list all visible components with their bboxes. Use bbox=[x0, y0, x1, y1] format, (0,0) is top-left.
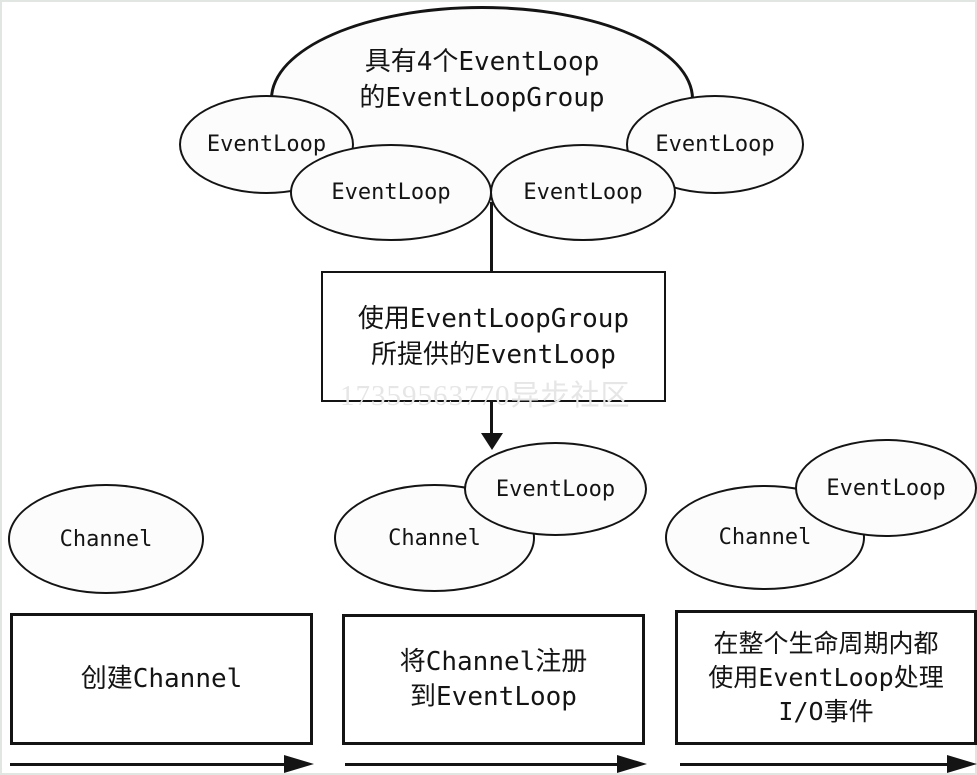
watermark-text: 17359563770异步社区 bbox=[340, 380, 631, 412]
eventloop-label-1: EventLoop bbox=[206, 132, 327, 157]
eventloop-ellipse-3: EventLoop bbox=[490, 144, 676, 241]
provide-eventloop-line1: 使用EventLoopGroup bbox=[357, 303, 630, 334]
step1-line1: 创建Channel bbox=[80, 663, 243, 694]
eventloop-label-2: EventLoop bbox=[331, 180, 451, 205]
step3-line3: I/O事件 bbox=[778, 696, 874, 726]
eventloop-label-stage3: EventLoop bbox=[826, 475, 946, 501]
channel-label-stage2: Channel bbox=[388, 525, 481, 551]
channel-label-stage3: Channel bbox=[718, 525, 812, 550]
provide-eventloop-line2: 所提供的EventLoop bbox=[371, 339, 616, 370]
connector-line-group-to-box bbox=[490, 202, 493, 272]
step2-line1: 将Channel注册 bbox=[399, 646, 588, 677]
step2-line2: 到EventLoop bbox=[410, 681, 577, 712]
eventloop-ellipse-stage2: EventLoop bbox=[464, 442, 647, 536]
step3-line2: 使用EventLoop处理 bbox=[708, 662, 944, 692]
provide-eventloop-box: 使用EventLoopGroup 所提供的EventLoop bbox=[321, 271, 666, 402]
timeline-arrow-1 bbox=[10, 755, 314, 773]
eventloop-label-3: EventLoop bbox=[523, 180, 643, 205]
channel-label-stage1: Channel bbox=[59, 526, 153, 552]
channel-ellipse-stage1: Channel bbox=[8, 484, 204, 594]
step-box-handle-io: 在整个生命周期内都 使用EventLoop处理 I/O事件 bbox=[675, 610, 977, 745]
timeline-arrow-2 bbox=[345, 755, 647, 773]
step3-line1: 在整个生命周期内都 bbox=[713, 628, 939, 658]
connector-line-box-to-eventloop bbox=[490, 401, 493, 434]
eventloop-label-stage2: EventLoop bbox=[495, 476, 616, 502]
eventloopgroup-title-line1: 具有4个EventLoop bbox=[364, 47, 600, 77]
eventloopgroup-title: 具有4个EventLoop 的EventLoopGroup bbox=[272, 44, 692, 116]
eventloopgroup-title-line2: 的EventLoopGroup bbox=[359, 83, 605, 113]
down-arrowhead-icon bbox=[481, 433, 503, 450]
step-box-create-channel: 创建Channel bbox=[10, 613, 313, 745]
channel-ellipse-stage2: Channel bbox=[334, 484, 535, 592]
timeline-arrow-3 bbox=[680, 755, 977, 773]
eventloop-ellipse-1: EventLoop bbox=[179, 95, 354, 194]
eventloop-ellipse-2: EventLoop bbox=[290, 144, 492, 241]
step-box-register-channel: 将Channel注册 到EventLoop bbox=[342, 614, 645, 745]
eventloop-label-4: EventLoop bbox=[655, 132, 775, 157]
eventloop-ellipse-stage3: EventLoop bbox=[795, 439, 977, 537]
